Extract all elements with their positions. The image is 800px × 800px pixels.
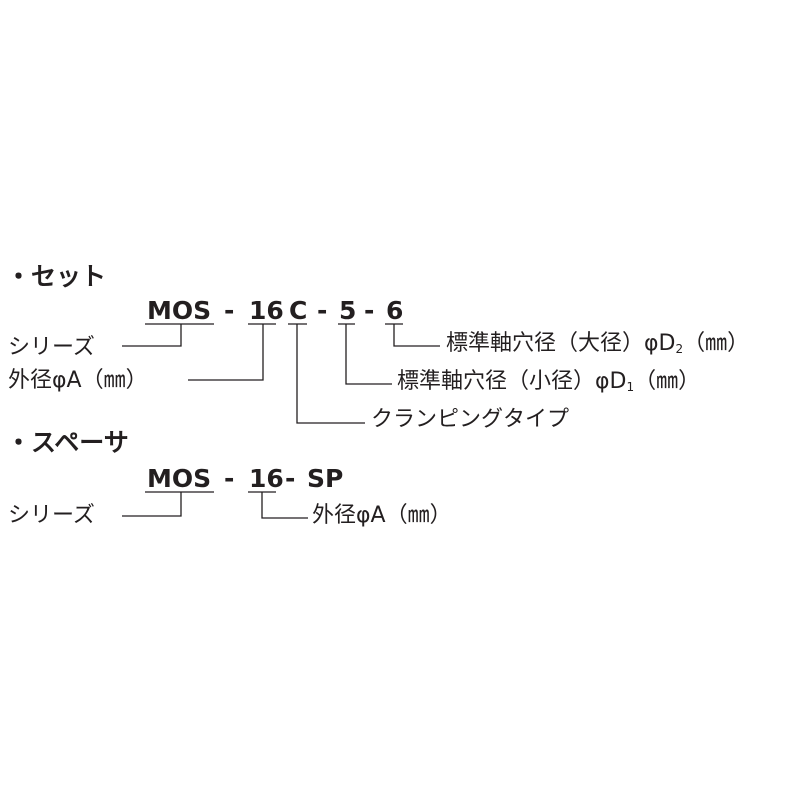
spacer-code-sp: SP (307, 464, 344, 493)
set-code-sep2: - (317, 296, 328, 325)
leader-set-series (122, 324, 182, 347)
spacer-code-sep2: - (285, 464, 296, 493)
set-code-d1: 5 (339, 296, 357, 325)
set-code-sep1: - (224, 296, 235, 325)
spacer-label-series: シリーズ (8, 503, 95, 528)
leader-spacer-series (122, 492, 182, 517)
spacer-label-outer-diameter: 外径φA（㎜） (312, 503, 452, 528)
set-heading: ・セット (6, 262, 107, 291)
leader-set-d2 (393, 324, 440, 347)
leader-spacer-outer-diameter (261, 492, 308, 519)
set-label-d2-unit: （㎜） (683, 331, 750, 356)
set-label-clamp-type: クランピングタイプ (371, 407, 570, 432)
spacer-code-size: 16 (249, 464, 284, 493)
set-code-series: MOS (147, 296, 212, 325)
set-label-d2-sub: 2 (675, 342, 684, 356)
set-label-outer-diameter: 外径φA（㎜） (8, 368, 148, 393)
set-label-d1-unit: （㎜） (634, 369, 701, 394)
set-code-size: 16 (249, 296, 284, 325)
spacer-code-series: MOS (147, 464, 212, 493)
set-label-d2: 標準軸穴径（大径）φD2（㎜） (446, 331, 750, 356)
set-code-d2: 6 (386, 296, 404, 325)
set-label-d1: 標準軸穴径（小径）φD1（㎜） (397, 369, 701, 394)
set-code-clamp: C (289, 296, 308, 325)
set-code-sep3: - (364, 296, 375, 325)
set-label-d1-text: 標準軸穴径（小径）φD (397, 369, 627, 394)
set-label-d1-sub: 1 (626, 380, 635, 394)
spacer-heading: ・スペーサ (6, 428, 129, 457)
spacer-code-sep1: - (224, 464, 235, 493)
leader-set-d1 (345, 324, 392, 385)
set-label-d2-text: 標準軸穴径（大径）φD (446, 331, 676, 356)
set-label-series: シリーズ (8, 335, 95, 360)
leader-set-outer-diameter (188, 324, 264, 381)
leader-set-clamp (296, 324, 365, 424)
